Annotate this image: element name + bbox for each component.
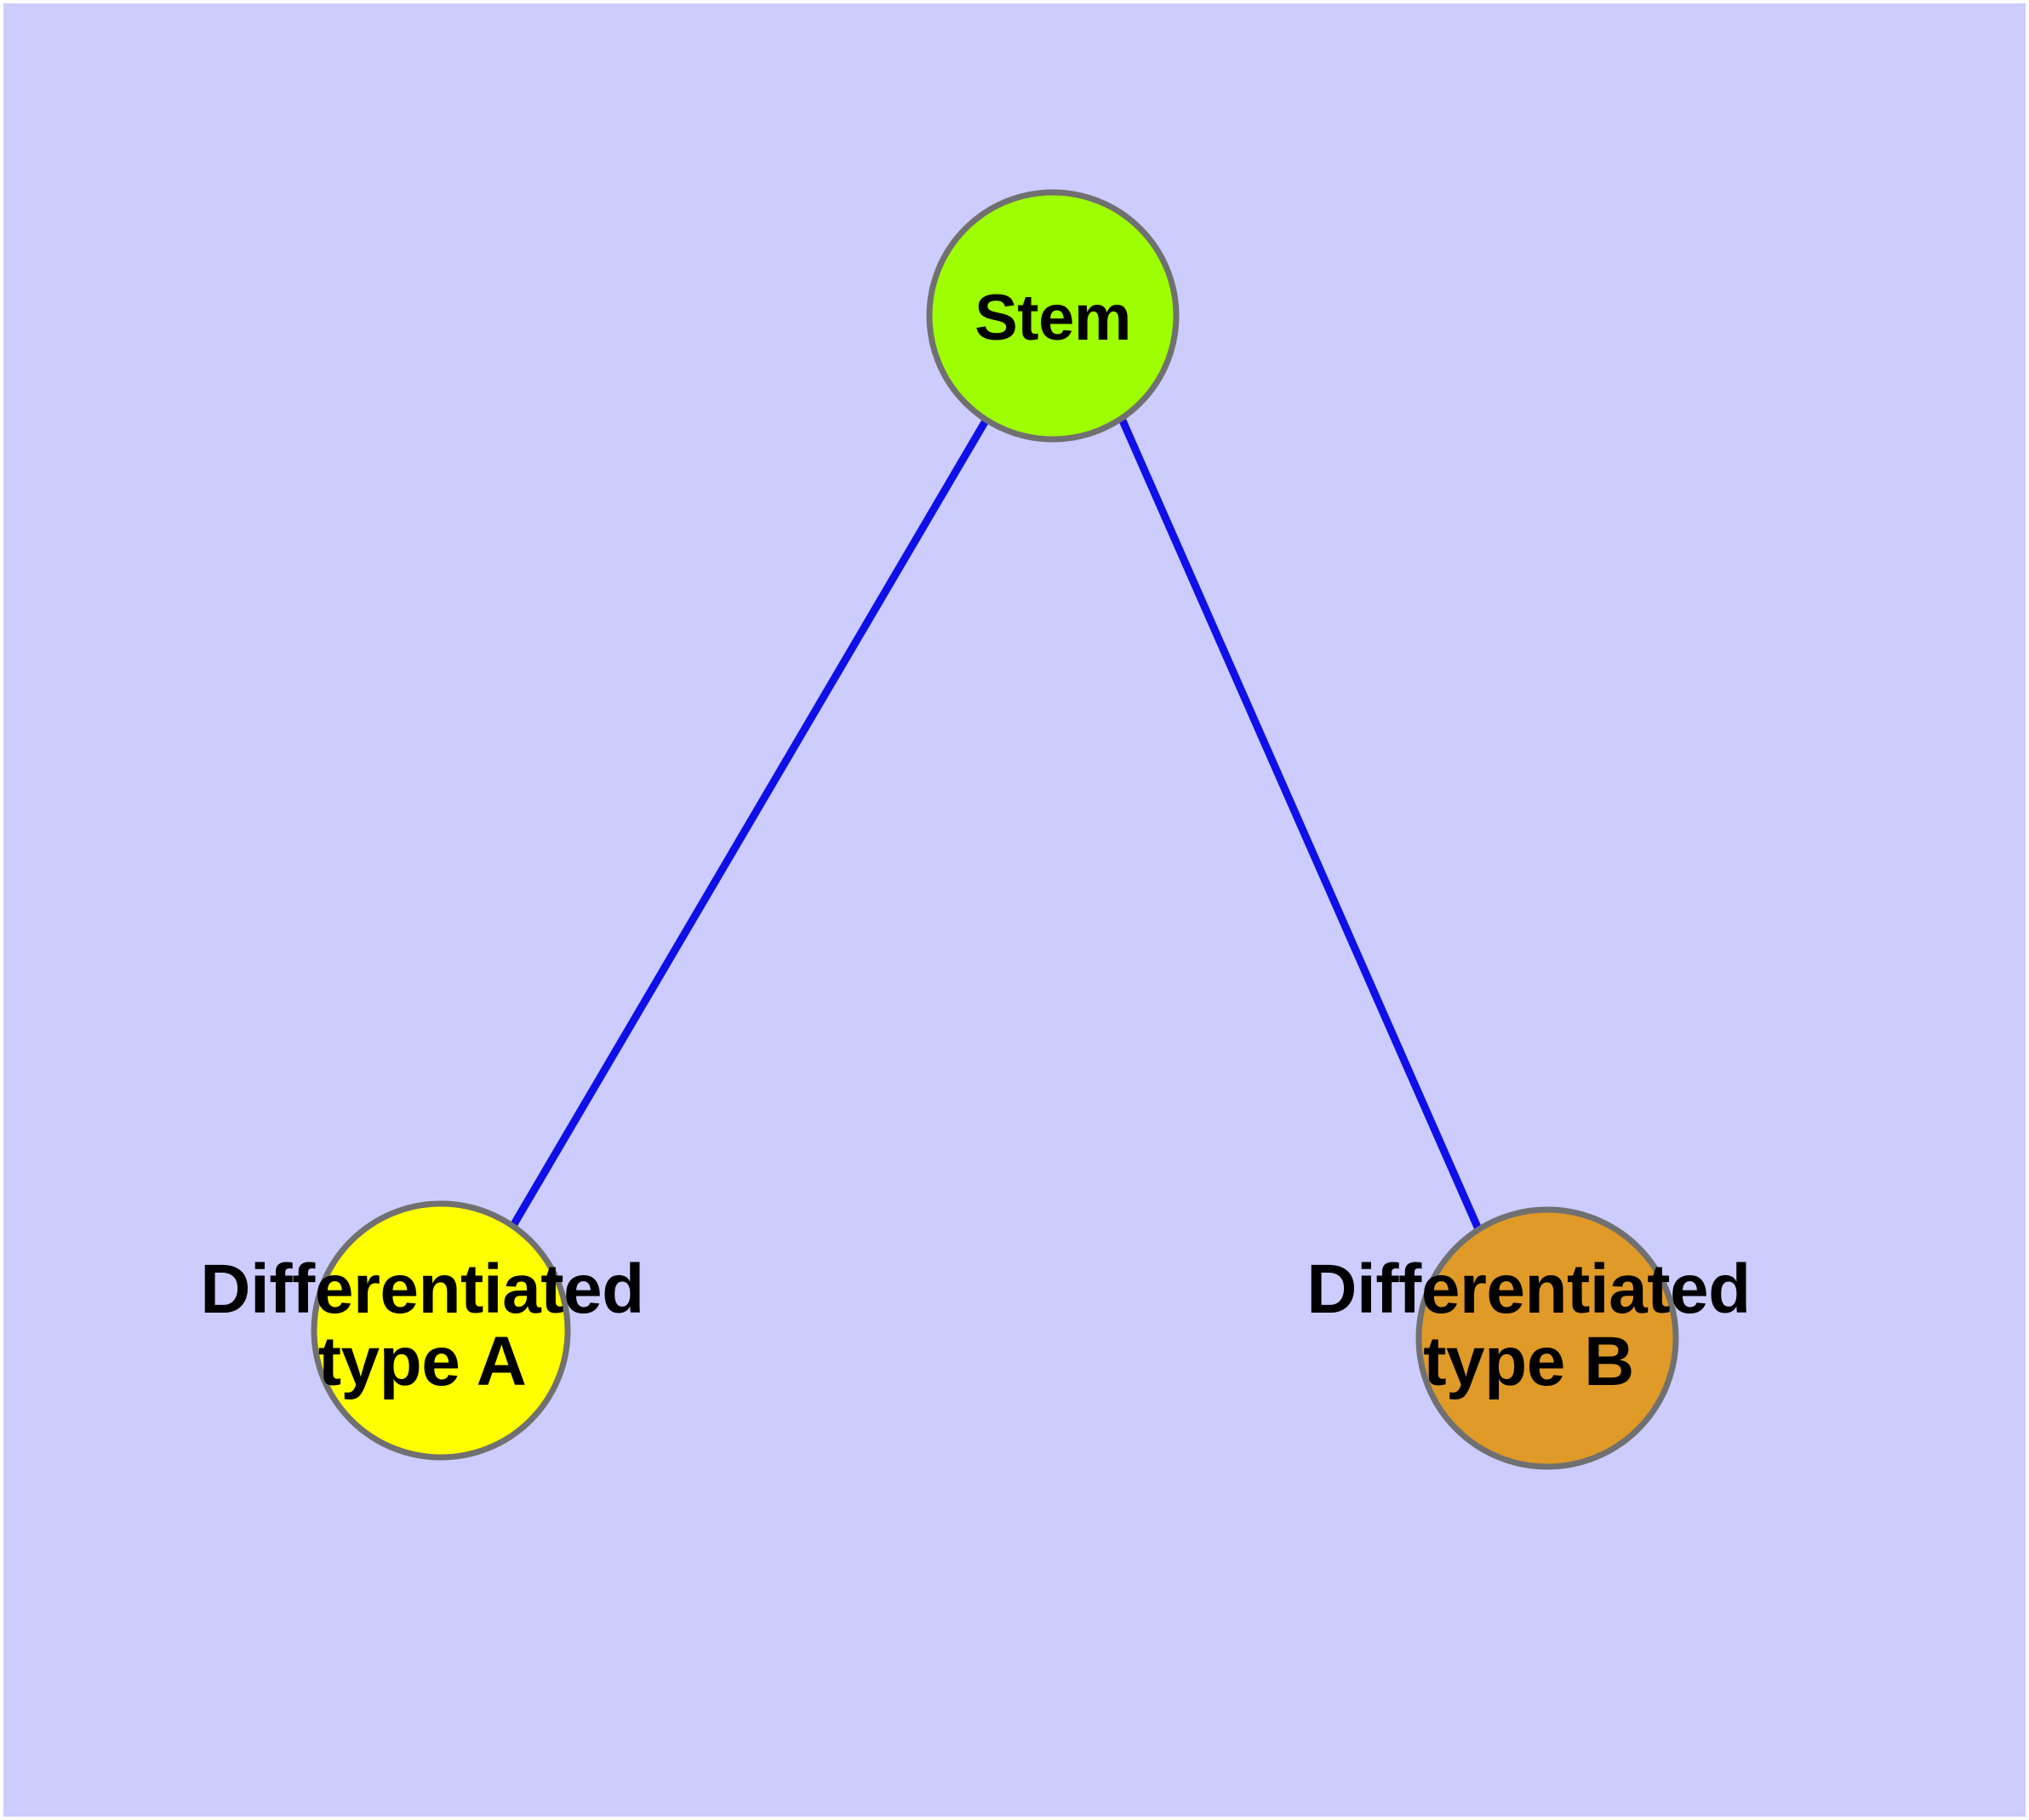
edge-stem-diff-b[interactable] <box>1118 419 1483 1233</box>
edge-layer <box>511 419 1483 1233</box>
edge-stem-diff-a[interactable] <box>511 420 988 1227</box>
graph-svg <box>311 189 1679 1470</box>
node-differentiated-type-b[interactable] <box>1415 1206 1679 1470</box>
node-layer <box>311 189 1679 1470</box>
node-stem[interactable] <box>926 189 1180 443</box>
node-differentiated-type-a[interactable] <box>311 1200 571 1461</box>
